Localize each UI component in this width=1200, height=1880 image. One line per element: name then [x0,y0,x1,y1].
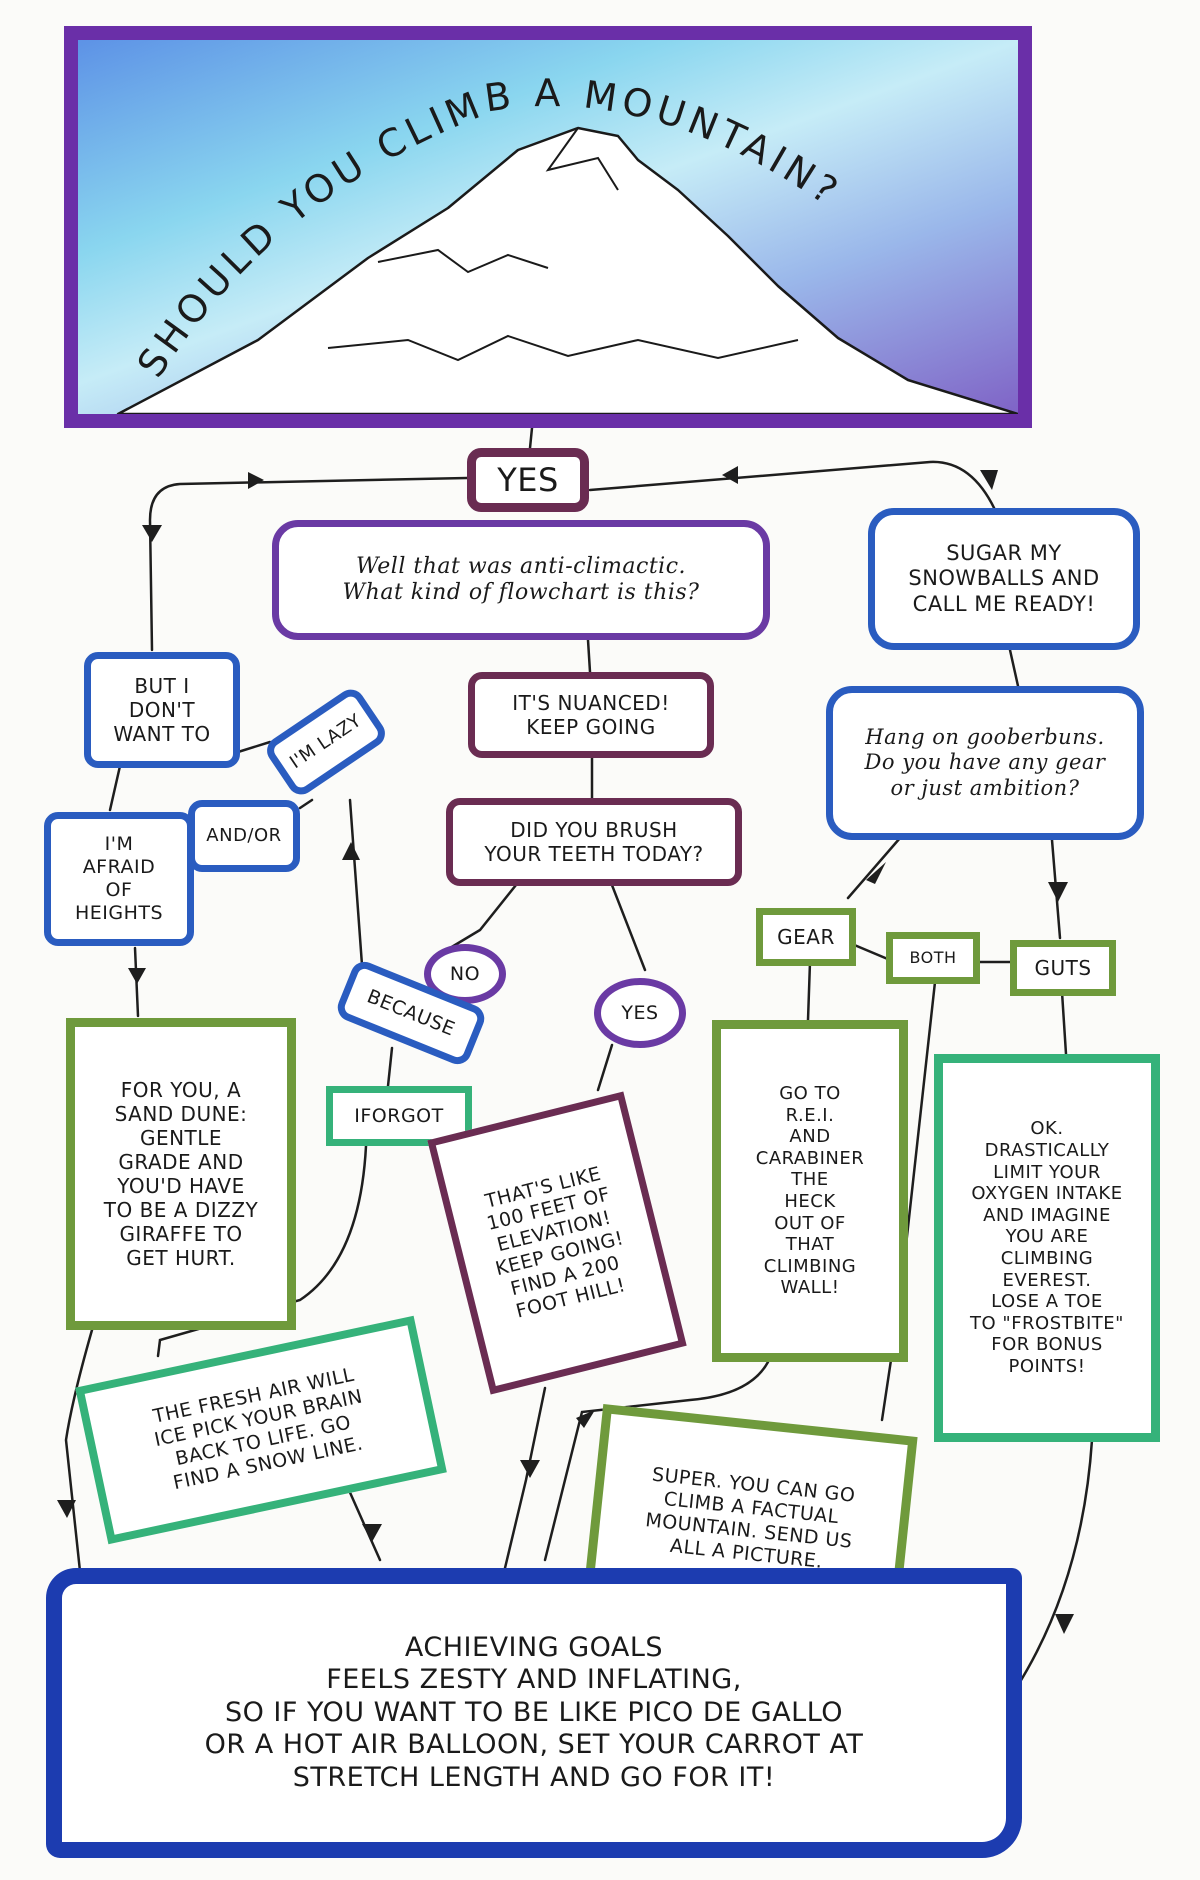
node-dont-want: BUT I DON'T WANT TO [84,652,240,768]
arrowhead-100ft-down [520,1460,540,1478]
line-rei-to-goals [543,1360,770,1562]
line-gear-to-rei [806,960,812,1022]
line-because-to-lazy [348,798,364,967]
arrowhead-rei-left [576,1410,595,1428]
line-iforgot-to-freshair [156,1144,368,1358]
arrowhead-yes-left [248,472,264,489]
node-afraid: I'M AFRAID OF HEIGHTS [44,812,194,946]
line-anticlimactic-to-nuanced [586,638,592,674]
mountain-outline [116,126,1018,414]
arrowhead-goals-left [362,1524,382,1542]
line-sanddune-to-goals [64,1328,94,1592]
node-sand-dune: FOR YOU, A SAND DUNE: GENTLE GRADE AND Y… [66,1018,296,1330]
mountain-ridge-line-2 [327,334,799,362]
line-sugar-to-hangon [1008,648,1020,688]
arrowhead-everest-down [1055,1614,1074,1634]
line-brush-to-no [448,878,522,950]
title-panel: SHOULD YOU CLIMB A MOUNTAIN? [64,26,1032,428]
line-brush-to-yes [608,878,647,972]
line-100ft-to-goals [503,1386,547,1570]
node-both: BOTH [886,932,980,984]
arrowheads [57,466,1074,1652]
node-yes-small: YES [594,978,686,1048]
line-dontwant-to-afraid [108,764,122,812]
line-yes-to-left [148,476,469,652]
node-anticlimactic: Well that was anti-climactic. What kind … [272,520,770,640]
arrowhead-yes-right [722,466,738,484]
arrowhead-hangon-gear [866,862,886,884]
arrowhead-hangon-guts [1048,882,1068,902]
line-hangon-to-gear [846,836,902,900]
line-dontwant-to-lazy [236,740,272,754]
line-title-to-yes [528,426,534,450]
node-rei: GO TO R.E.I. AND CARABINER THE HECK OUT … [712,1020,908,1362]
mountain-ridge-line-1 [377,248,549,274]
node-andor: AND/OR [188,800,300,872]
arrowhead-freshair-down [57,1500,76,1518]
node-nuanced: IT'S NUANCED! KEEP GOING [468,672,714,758]
line-smallyes-to-100ft [596,1043,614,1092]
line-andor-to-lazy [298,798,314,810]
node-brush-teeth: DID YOU BRUSH YOUR TEETH TODAY? [446,798,742,886]
node-everest: OK. DRASTICALLY LIMIT YOUR OXYGEN INTAKE… [934,1054,1160,1442]
node-gear: GEAR [756,908,856,966]
arrowhead-right-down [980,470,998,490]
line-yes-to-right [588,460,998,514]
line-gear-to-both [850,942,892,962]
mountain-illustration: SHOULD YOU CLIMB A MOUNTAIN? [116,71,1018,414]
node-guts: GUTS [1010,940,1116,996]
node-hang-on: Hang on gooberbuns. Do you have any gear… [826,686,1144,840]
mountain-ridge-line-3 [545,127,619,191]
node-achieving-goals: ACHIEVING GOALS FEELS ZESTY AND INFLATIN… [46,1568,1022,1858]
arrowhead-lazy-up [342,842,360,860]
line-because-to-iforgot [386,1046,394,1088]
node-yes-top: YES [467,448,589,512]
node-sugar: SUGAR MY SNOWBALLS AND CALL ME READY! [868,508,1140,650]
arrowhead-left-down [142,525,162,542]
line-guts-to-everest [1060,990,1068,1056]
arrowhead-afraid-down [128,968,146,984]
